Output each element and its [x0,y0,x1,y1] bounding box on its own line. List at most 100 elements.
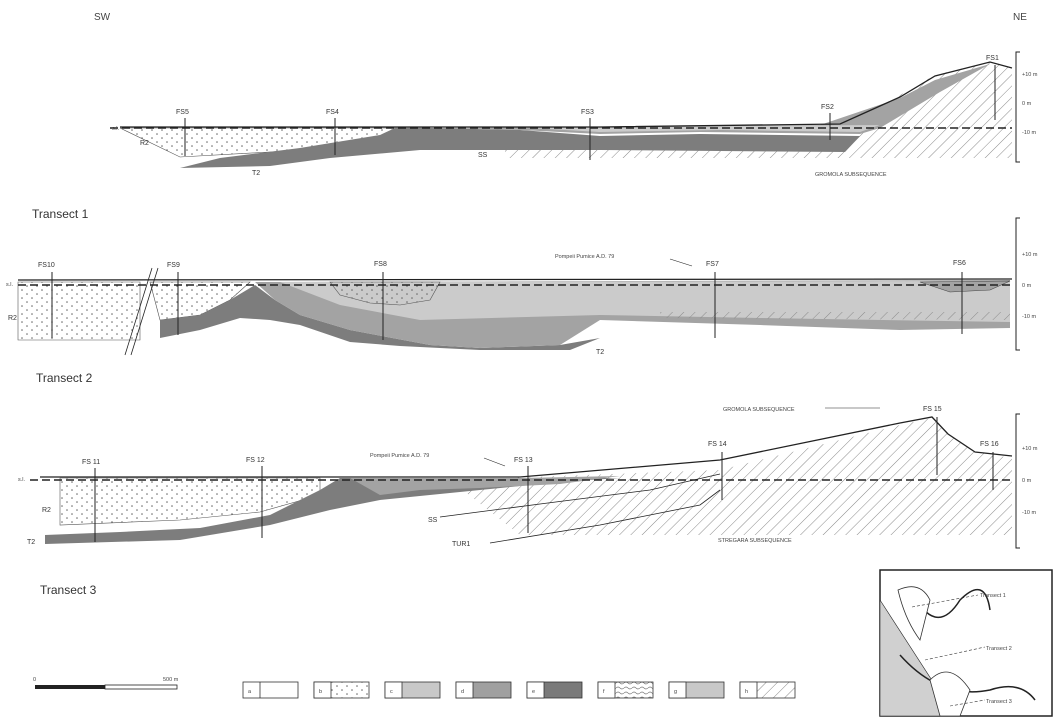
t3-label-t2: T2 [27,539,35,546]
t2-dark-lagoon-unit [160,285,600,350]
t1-label-fs4: FS4 [326,109,339,116]
t3-elev-mid: 0 m [1022,478,1032,484]
t3-label-fs13: FS 13 [514,457,533,464]
svg-text:h: h [745,689,748,695]
scale-bar-start: 0 [33,677,36,683]
t2-elev-mid: 0 m [1022,283,1032,289]
legend: a b c d e f g [242,681,796,699]
t2-eastern-lens [919,280,1011,293]
scale-bar-end: 500 m [163,677,179,683]
t3-dark-lagoon-unit [45,478,620,544]
location-map-transect-2 [924,646,986,661]
t3-pompeii-label: Pompeii Pumice A.D. 79 [370,453,429,459]
orientation-ne: NE [1013,12,1027,23]
t1-label-fs1: FS1 [986,55,999,62]
t3-label-fs12: FS 12 [246,457,265,464]
location-map-valley-1 [897,586,931,641]
t3-ss-contact [439,473,721,518]
t2-label-fs7: FS7 [706,261,719,268]
location-map-transect-1 [911,594,979,608]
t3-label-fs11: FS 11 [82,459,100,466]
t2-light-unit [280,281,1010,322]
legend-item-f: f [597,681,654,699]
transect-2-section: FS10 FS9 FS8 FS7 FS6 R2 T2 Pompeii Pumic… [6,217,1038,385]
t3-r2-sand-body [59,477,321,526]
scale-bar: 0 500 m [33,677,179,690]
t3-label-fs14: FS 14 [708,441,727,448]
legend-item-a: a [242,681,299,699]
t1-mid-unit [430,64,990,134]
transect-1-section: FS5 FS4 FS3 FS2 FS1 R2 T2 SS GROMOLA SUB… [32,51,1038,221]
location-map-transect-3 [949,699,986,707]
location-map-label-3: Transect 3 [986,699,1012,705]
legend-item-d: d [455,681,512,699]
svg-text:f: f [603,689,605,695]
t2-label-t2: T2 [596,349,604,356]
t1-label-ss: SS [478,152,488,159]
t2-label-fs10: FS10 [38,262,55,269]
t3-elevation-bracket [1015,413,1020,549]
svg-text:b: b [319,689,322,695]
legend-item-g: g [668,681,725,699]
t2-pompeii-label: Pompeii Pumice A.D. 79 [555,254,614,260]
t3-sea-level-tag: s.l. [18,477,26,483]
t1-elevation-bracket [1015,51,1020,163]
t3-label-ss: SS [428,517,438,524]
t2-label-fs6: FS6 [953,260,966,267]
t2-elevation-bracket [1015,217,1020,351]
svg-text:c: c [390,689,393,695]
t3-subsequence-top: GROMOLA SUBSEQUENCE [723,407,795,413]
t2-label-r2: R2 [8,315,17,322]
t1-elev-mid: 0 m [1022,101,1032,107]
t3-mid-unit [350,476,620,495]
t1-title: Transect 1 [32,207,89,221]
location-map-inset: Transect 1 Transect 2 Transect 3 [879,569,1053,717]
t1-label-t2: T2 [252,170,260,177]
t3-tur1-contact [489,489,721,544]
t2-pompeii-leader [669,258,693,267]
t3-surface-line [40,416,1013,478]
t2-title: Transect 2 [36,371,93,385]
location-map-label-1: Transect 1 [980,593,1006,599]
svg-text:d: d [461,689,464,695]
t1-dark-lagoon-unit [180,128,860,168]
legend-item-b: b [313,681,370,699]
legend-item-e: e [526,681,583,699]
t3-label-fs15: FS 15 [923,406,942,413]
t3-label-fs16: FS 16 [980,441,999,448]
t1-label-fs3: FS3 [581,109,594,116]
t1-surface-line [120,61,1013,128]
t1-label-fs5: FS5 [176,109,189,116]
t2-surface-line [17,278,1013,281]
t3-title: Transect 3 [40,583,97,597]
t3-subsequence-bottom: STREGARA SUBSEQUENCE [718,538,792,544]
t1-label-fs2: FS2 [821,104,834,111]
t2-break-line-b [130,267,159,356]
location-map-label-2: Transect 2 [986,646,1012,652]
t1-elev-top: +10 m [1022,72,1038,78]
t2-label-fs9: FS9 [167,262,180,269]
t2-label-fs8: FS8 [374,261,387,268]
location-map-valley-2 [929,671,971,717]
transect-3-section: FS 11 FS 12 FS 13 FS 14 FS 15 FS 16 R2 T… [18,406,1038,597]
t3-label-r2: R2 [42,507,51,514]
t2-eastern-substrate [660,312,1010,320]
t2-elev-bottom: -10 m [1022,314,1036,320]
t3-elev-bottom: -10 m [1022,510,1036,516]
svg-text:g: g [674,689,677,695]
t1-elev-bottom: -10 m [1022,130,1036,136]
t2-r2-sand-west [17,281,141,341]
t1-subsequence-label: GROMOLA SUBSEQUENCE [815,172,887,178]
t3-label-tur1: TUR1 [452,541,470,548]
t2-channel-sand [329,281,441,306]
scale-bar-light [104,684,178,690]
t3-substrate-hatch [450,418,1012,535]
orientation-sw: SW [94,12,111,23]
t1-substrate-hatch [505,62,1012,158]
scale-bar-dark [35,685,105,689]
t2-break-line-a [124,267,153,356]
t2-elev-top: +10 m [1022,252,1038,258]
t1-sea-level-tag: s.l. [112,126,120,132]
